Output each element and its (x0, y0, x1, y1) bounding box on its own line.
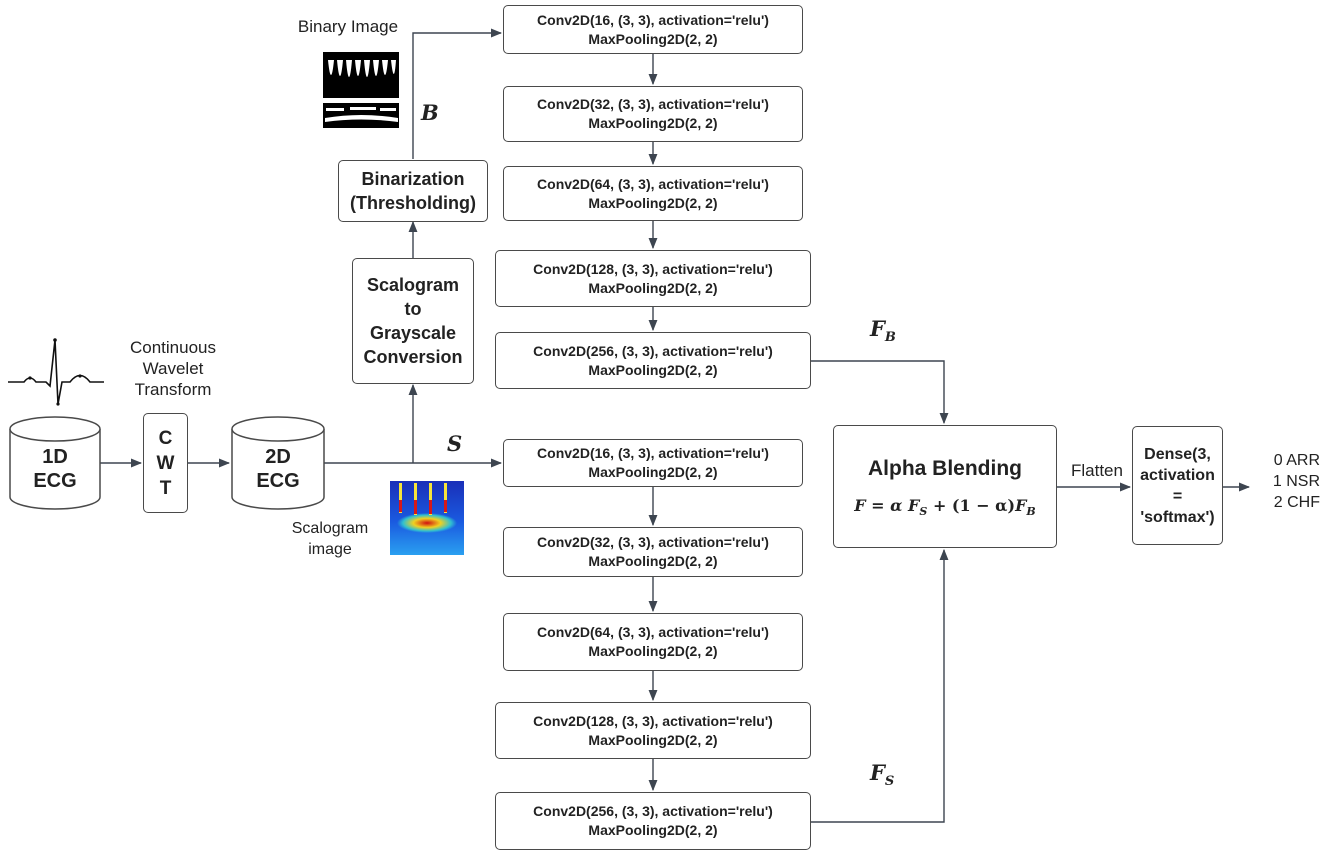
formula-lhs: F (854, 496, 866, 515)
formula-paren: (1 − α) (951, 496, 1016, 515)
scalogram-conv-block-1: Conv2D(16, (3, 3), activation='relu') Ma… (503, 439, 803, 487)
flatten-label: Flatten (1071, 461, 1123, 480)
conv-layer-label: Conv2D(64, (3, 3), activation='relu') (537, 175, 769, 192)
pool-layer-label: MaxPooling2D(2, 2) (588, 643, 718, 659)
formula-fs: F (908, 496, 920, 515)
formula-plus: + (932, 496, 947, 515)
binarization-box: Binarization (Thresholding) (338, 160, 488, 222)
ecg-1d-line2: ECG (33, 470, 77, 492)
ecg-2d-label: 2D ECG (232, 445, 324, 493)
formula-fb-sub: B (1026, 505, 1036, 519)
dense-box: Dense(3, activation = 'softmax') (1132, 426, 1223, 545)
alpha-blending-title: Alpha Blending (868, 457, 1022, 480)
grayscale-line2: to (404, 299, 422, 319)
pool-layer-label: MaxPooling2D(2, 2) (588, 464, 718, 480)
arrow-fb-to-alpha-blending (811, 360, 949, 425)
output-class-nsr: 1 NSR (1272, 473, 1320, 490)
binary-conv-block-5: Conv2D(256, (3, 3), activation='relu') M… (495, 332, 811, 389)
output-classes: 0 ARR 1 NSR 2 CHF (1250, 450, 1320, 513)
cwt-caption-line1: Continuous (129, 338, 216, 357)
output-class-chf: 2 CHF (1273, 494, 1320, 511)
symbol-fb: FB (870, 316, 896, 345)
dense-line4: 'softmax') (1140, 508, 1215, 526)
ecg-1d-label: 1D ECG (10, 445, 100, 493)
conv-layer-label: Conv2D(16, (3, 3), activation='relu') (537, 11, 769, 28)
formula-fs-sub: S (919, 505, 928, 519)
conv-layer-label: Conv2D(128, (3, 3), activation='relu') (533, 260, 773, 277)
binary-conv-block-4: Conv2D(128, (3, 3), activation='relu') M… (495, 250, 811, 307)
ecg-2d-line1: 2D (265, 446, 291, 468)
conv-layer-label: Conv2D(16, (3, 3), activation='relu') (537, 445, 769, 461)
binarization-line1: Binarization (361, 169, 465, 189)
pool-layer-label: MaxPooling2D(2, 2) (588, 279, 718, 296)
arrow-fs-to-alpha-blending (811, 548, 949, 823)
conv-layer-label: Conv2D(32, (3, 3), activation='relu') (537, 534, 769, 550)
conv-layer-label: Conv2D(256, (3, 3), activation='relu') (533, 803, 773, 819)
binary-conv-block-1: Conv2D(16, (3, 3), activation='relu') Ma… (503, 5, 803, 54)
dense-line1: Dense(3, (1144, 445, 1211, 463)
grayscale-line3: Grayscale (369, 323, 457, 343)
scalogram-conv-block-5: Conv2D(256, (3, 3), activation='relu') M… (495, 792, 811, 850)
pool-layer-label: MaxPooling2D(2, 2) (588, 553, 718, 569)
formula-alpha: α (890, 496, 903, 515)
scalogram-label-line2: image (308, 541, 352, 558)
grayscale-line4: Conversion (363, 347, 463, 367)
scalogram-image-label: Scalogram image (280, 518, 380, 560)
symbol-fb-sub: B (884, 330, 896, 346)
dense-line2: activation (1140, 466, 1215, 484)
symbol-fb-base: F (870, 316, 885, 341)
conv-layer-label: Conv2D(32, (3, 3), activation='relu') (537, 96, 769, 112)
scalogram-image-thumbnail (390, 481, 464, 555)
scalogram-label-line1: Scalogram (291, 520, 369, 537)
pool-layer-label: MaxPooling2D(2, 2) (588, 361, 718, 378)
binarization-line2: (Thresholding) (350, 193, 476, 213)
scalogram-conv-block-4: Conv2D(128, (3, 3), activation='relu') M… (495, 702, 811, 759)
binary-image-thumbnail (323, 52, 399, 128)
grayscale-line1: Scalogram (366, 275, 460, 295)
symbol-fs-sub: S (884, 774, 895, 790)
pool-layer-label: MaxPooling2D(2, 2) (588, 194, 718, 211)
ecg-waveform-icon (8, 338, 104, 406)
ecg-1d-line1: 1D (42, 446, 68, 468)
cwt-box-letter-t: T (159, 477, 172, 499)
pool-layer-label: MaxPooling2D(2, 2) (588, 30, 718, 47)
cwt-caption-line3: Transform (134, 380, 212, 399)
cwt-box: C W T (143, 413, 188, 513)
cwt-caption-line2: Wavelet (142, 359, 204, 378)
symbol-fs: FS (870, 760, 894, 789)
arrow-binarization-to-binary-branch (412, 28, 503, 159)
alpha-blending-formula: F = α FS + (1 − α)FB (854, 496, 1036, 519)
pool-layer-label: MaxPooling2D(2, 2) (588, 822, 718, 838)
conv-layer-label: Conv2D(128, (3, 3), activation='relu') (533, 712, 773, 729)
ecg-2d-line2: ECG (256, 470, 300, 492)
symbol-s: S (447, 431, 463, 456)
pool-layer-label: MaxPooling2D(2, 2) (588, 731, 718, 748)
scalogram-conv-block-3: Conv2D(64, (3, 3), activation='relu') Ma… (503, 613, 803, 671)
conv-layer-label: Conv2D(256, (3, 3), activation='relu') (533, 342, 773, 359)
binary-conv-block-3: Conv2D(64, (3, 3), activation='relu') Ma… (503, 166, 803, 221)
scalogram-conv-block-2: Conv2D(32, (3, 3), activation='relu') Ma… (503, 527, 803, 577)
grayscale-conversion-box: Scalogram to Grayscale Conversion (352, 258, 474, 384)
binary-conv-block-2: Conv2D(32, (3, 3), activation='relu') Ma… (503, 86, 803, 142)
symbol-fs-base: F (870, 760, 885, 785)
cwt-caption: Continuous Wavelet Transform (112, 337, 234, 400)
ecg-2d-cylinder-shape (231, 416, 325, 510)
pool-layer-label: MaxPooling2D(2, 2) (588, 115, 718, 131)
binary-image-label: Binary Image (297, 17, 399, 36)
cwt-box-letter-c: C (158, 427, 173, 449)
conv-layer-label: Conv2D(64, (3, 3), activation='relu') (537, 624, 769, 640)
formula-fb: F (1015, 496, 1027, 515)
symbol-b: B (421, 100, 439, 125)
cwt-box-letter-w: W (156, 452, 175, 474)
dense-line3: = (1172, 487, 1183, 505)
output-class-arr: 0 ARR (1273, 452, 1320, 469)
ecg-1d-cylinder-shape (9, 416, 101, 510)
alpha-blending-box: Alpha Blending F = α FS + (1 − α)FB (833, 425, 1057, 548)
